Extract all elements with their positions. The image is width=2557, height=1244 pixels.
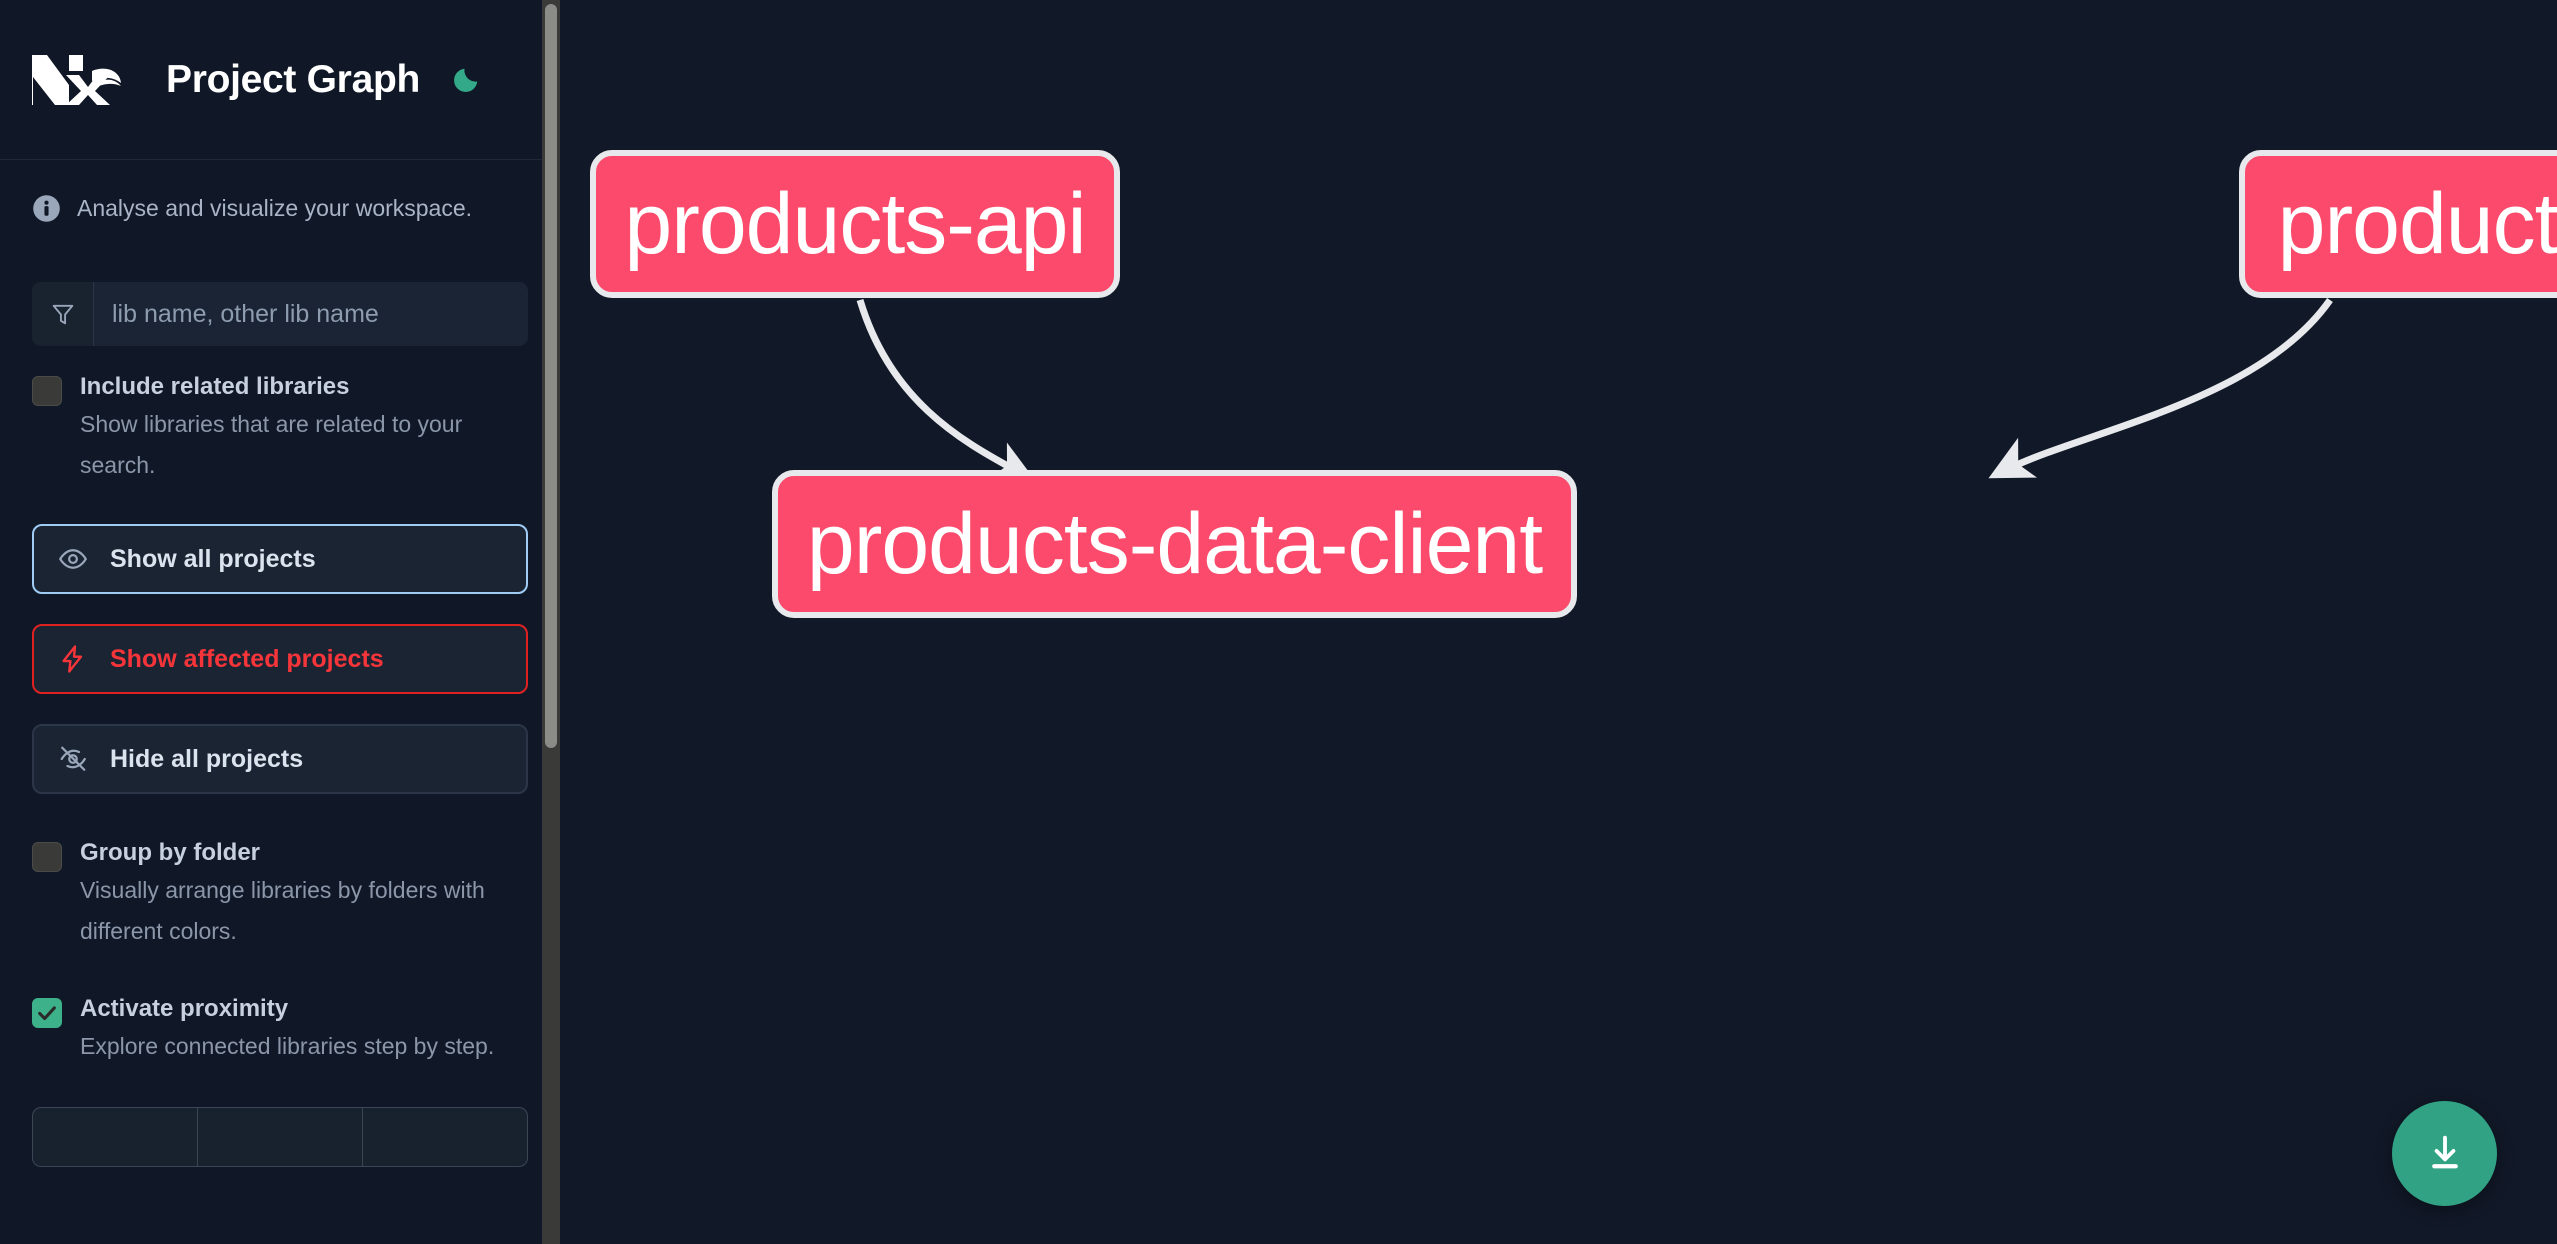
- project-visibility-buttons: Show all projects Show affected projects…: [32, 524, 528, 794]
- nx-logo-icon: [30, 51, 122, 109]
- include-related-libraries-checkbox[interactable]: [32, 376, 62, 406]
- sidebar-body: Analyse and visualize your workspace.: [0, 160, 560, 1167]
- graph-canvas[interactable]: products-api products-cli products-data-…: [560, 0, 2557, 1244]
- proximity-segment-1[interactable]: [33, 1108, 198, 1166]
- group-by-folder-description: Visually arrange libraries by folders wi…: [80, 877, 485, 944]
- edge-products-api-to-data-client: [856, 298, 1036, 482]
- download-graph-button[interactable]: [2392, 1101, 2497, 1206]
- proximity-segmented-control: [32, 1107, 528, 1167]
- proximity-segment-3[interactable]: [363, 1108, 527, 1166]
- tagline: Analyse and visualize your workspace.: [32, 160, 528, 233]
- show-affected-projects-label: Show affected projects: [110, 644, 384, 673]
- sidebar-header: Project Graph: [0, 0, 560, 160]
- info-icon: [32, 194, 61, 223]
- graph-node-products-api[interactable]: products-api: [590, 150, 1120, 298]
- show-all-projects-label: Show all projects: [110, 544, 316, 573]
- hide-all-projects-label: Hide all projects: [110, 744, 304, 773]
- eye-off-icon: [60, 746, 86, 771]
- activate-proximity-label: Activate proximity: [80, 995, 289, 1022]
- sidebar: Project Graph Analyse and visualize your…: [0, 0, 560, 1244]
- include-related-libraries-label: Include related libraries: [80, 373, 350, 400]
- graph-node-products-cli[interactable]: products-cli: [2239, 150, 2557, 298]
- sidebar-scrollbar-track[interactable]: [542, 0, 560, 1244]
- group-by-folder-option: Group by folder Visually arrange librari…: [32, 838, 528, 952]
- sidebar-scrollbar-thumb[interactable]: [545, 4, 557, 748]
- activate-proximity-description: Explore connected libraries step by step…: [80, 1033, 495, 1059]
- include-related-libraries-option: Include related libraries Show libraries…: [32, 372, 528, 486]
- show-all-projects-button[interactable]: Show all projects: [32, 524, 528, 594]
- group-by-folder-checkbox[interactable]: [32, 842, 62, 872]
- filter-icon[interactable]: [32, 282, 94, 346]
- group-by-folder-label: Group by folder: [80, 839, 260, 866]
- eye-icon: [58, 549, 88, 569]
- include-related-libraries-description: Show libraries that are related to your …: [80, 411, 463, 478]
- filter-field[interactable]: [32, 282, 528, 346]
- activate-proximity-option: Activate proximity Explore connected lib…: [32, 994, 528, 1167]
- tagline-text: Analyse and visualize your workspace.: [77, 195, 473, 221]
- show-affected-projects-button[interactable]: Show affected projects: [32, 624, 528, 694]
- activate-proximity-checkbox[interactable]: [32, 998, 62, 1028]
- page-title: Project Graph: [166, 57, 420, 101]
- lightning-bolt-icon: [62, 645, 83, 673]
- proximity-segment-2[interactable]: [198, 1108, 363, 1166]
- moon-icon[interactable]: [448, 62, 484, 98]
- hide-all-projects-button[interactable]: Hide all projects: [32, 724, 528, 794]
- edge-products-cli-to-data-client: [1988, 297, 2333, 479]
- search-input[interactable]: [94, 282, 528, 346]
- download-icon: [2431, 1135, 2458, 1168]
- graph-node-products-data-client[interactable]: products-data-client: [772, 470, 1577, 618]
